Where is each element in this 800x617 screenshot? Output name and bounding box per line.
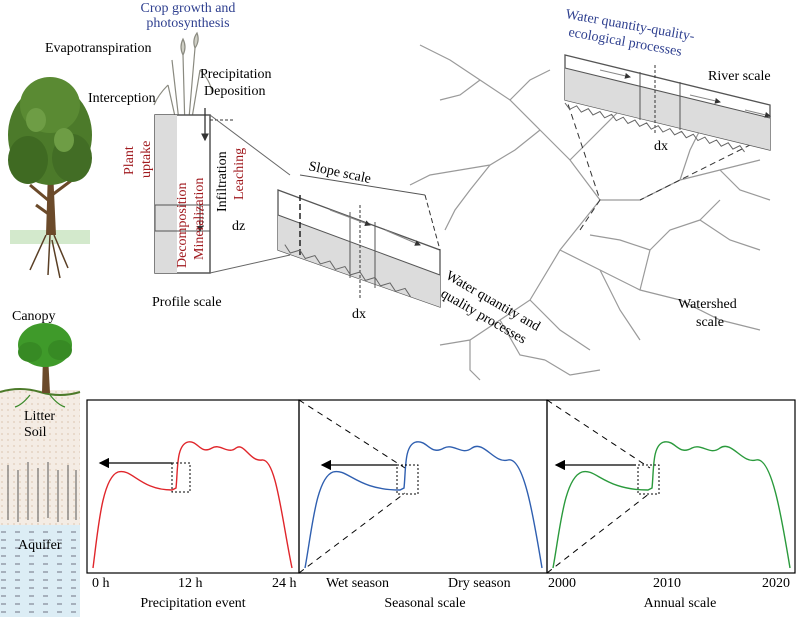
event-tick-1: 12 h <box>178 576 203 591</box>
annual-tick-0: 2000 <box>548 576 576 591</box>
event-tick-2: 24 h <box>272 576 297 591</box>
annual-tick-2: 2020 <box>762 576 790 591</box>
aquifer-label: Aquifer <box>18 538 62 553</box>
annual-title: Annual scale <box>644 596 717 611</box>
river-network-icon <box>409 44 771 381</box>
profile-scale-label: Profile scale <box>152 295 222 310</box>
tree-icon <box>8 77 92 279</box>
canopy-tree-icon <box>18 323 72 393</box>
seasonal-title: Seasonal scale <box>384 596 465 611</box>
annual-curve <box>552 441 791 569</box>
slope-block <box>277 189 441 308</box>
zoom-line <box>298 492 406 574</box>
panels-frame <box>86 399 796 574</box>
watershed-scale-label-2: scale <box>696 315 724 330</box>
mineralization-label: Mineralization <box>192 178 207 260</box>
dx-slope-label: dx <box>352 307 366 322</box>
watershed-scale-label-1: Watershed <box>678 297 737 312</box>
dz-label: dz <box>232 219 245 234</box>
crop-growth-label-1: Crop growth and <box>141 1 236 16</box>
event-tick-0: 0 h <box>92 576 110 591</box>
seasonal-tick-1: Dry season <box>448 576 511 591</box>
zoom-box <box>171 462 191 493</box>
zoom-line <box>546 492 651 574</box>
profile-column <box>154 108 235 274</box>
plant-uptake-label-1: Plant <box>122 146 137 175</box>
crop-plant-icon <box>153 31 213 131</box>
annual-tick-1: 2010 <box>653 576 681 591</box>
zoom-line <box>298 399 406 469</box>
evapotranspiration-label: Evapotranspiration <box>45 41 152 56</box>
crop-growth-label-2: photosynthesis <box>146 16 229 31</box>
dx-river-label: dx <box>654 139 668 154</box>
precipitation-label: Precipitation <box>200 67 272 82</box>
decomposition-label: Decomposition <box>175 182 190 268</box>
zoom-line <box>546 399 651 469</box>
river-scale-label: River scale <box>708 69 771 84</box>
zoom-box <box>396 464 419 495</box>
infiltration-label: Infiltration <box>215 151 230 212</box>
soil-column <box>0 388 81 617</box>
slope-scale-label: Slope scale <box>307 159 372 187</box>
zoom-box <box>637 464 660 495</box>
litter-label: Litter <box>24 409 55 424</box>
interception-label: Interception <box>88 91 156 106</box>
plant-uptake-label-2: uptake <box>139 141 154 178</box>
leaching-label: Leaching <box>232 148 247 200</box>
seasonal-tick-0: Wet season <box>326 576 389 591</box>
deposition-label: Deposition <box>204 84 265 99</box>
river-block <box>564 54 771 153</box>
event-curve <box>92 441 293 569</box>
soil-label: Soil <box>24 425 47 440</box>
canopy-label: Canopy <box>12 309 56 324</box>
event-title: Precipitation event <box>140 596 245 611</box>
seasonal-curve <box>304 441 543 569</box>
